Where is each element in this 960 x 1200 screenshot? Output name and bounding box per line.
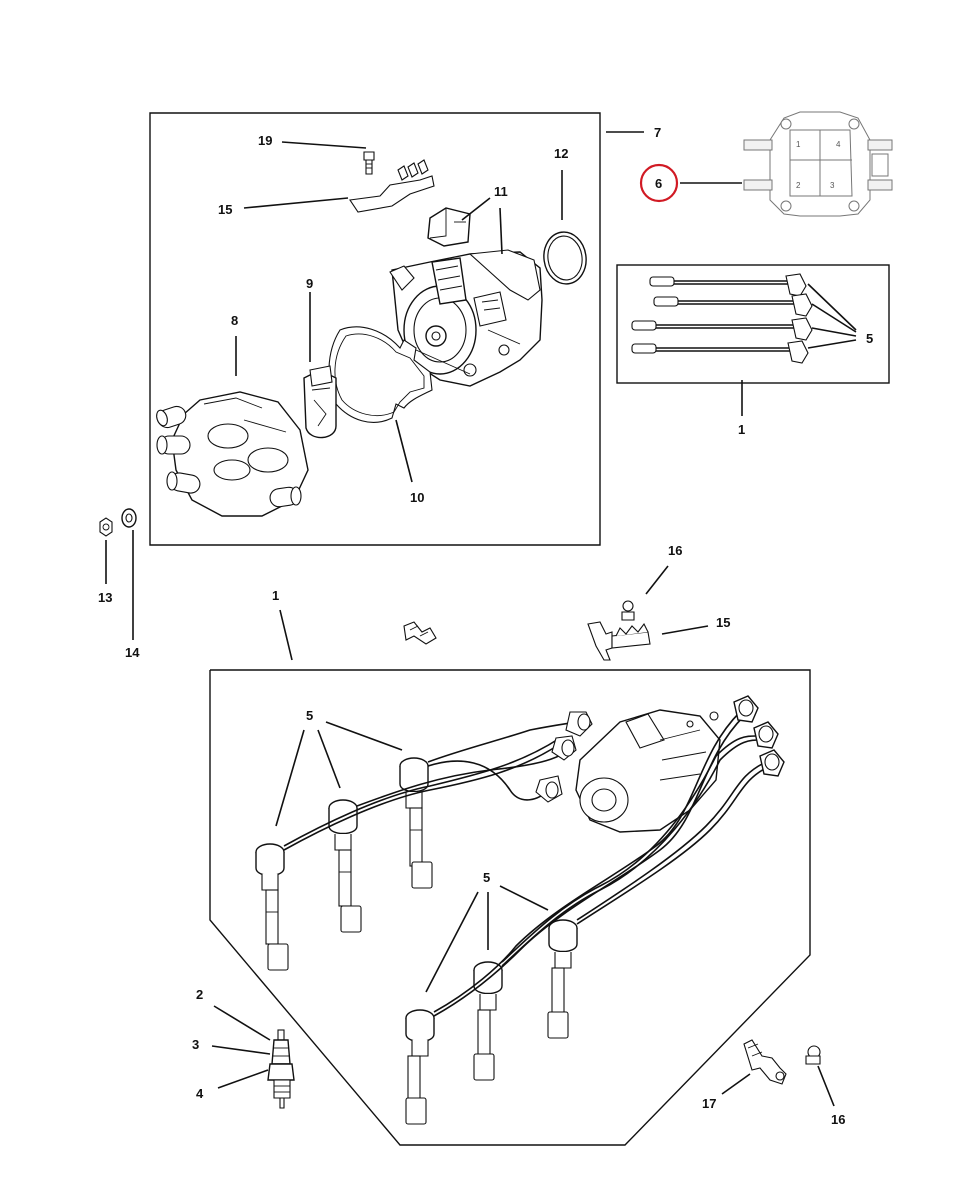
bolt-16-top bbox=[621, 600, 635, 621]
callout-10: 10 bbox=[410, 490, 424, 505]
lower-wire-harness-frame bbox=[209, 669, 811, 1146]
sensor-11 bbox=[427, 207, 471, 247]
plug-wire-a bbox=[649, 273, 807, 297]
coil-terminal-3: 3 bbox=[830, 181, 835, 190]
highlight-circle-6 bbox=[639, 163, 679, 203]
callout-labels: 19 15 11 12 7 6 9 8 10 5 1 13 14 1 16 15… bbox=[98, 125, 873, 1127]
nut-13 bbox=[99, 517, 113, 537]
washer-14 bbox=[121, 508, 137, 528]
callout-2: 2 bbox=[196, 987, 203, 1002]
rotor-9 bbox=[303, 365, 337, 439]
leader-lines bbox=[105, 131, 857, 1107]
callout-5-right: 5 bbox=[866, 331, 873, 346]
callout-17: 17 bbox=[702, 1096, 716, 1111]
distributor-cap-8 bbox=[156, 391, 309, 517]
o-ring-12 bbox=[543, 231, 587, 285]
wire-separator-clip bbox=[403, 621, 437, 645]
callout-12: 12 bbox=[554, 146, 568, 161]
distributor-lower-view bbox=[575, 709, 721, 833]
plug-wires-front-bank bbox=[283, 711, 593, 851]
callout-1-mid: 1 bbox=[272, 588, 279, 603]
ignition-coil-pack: 1 4 2 3 bbox=[743, 111, 893, 217]
callout-8: 8 bbox=[231, 313, 238, 328]
distributor-housing bbox=[389, 249, 543, 387]
plug-wires-set-box bbox=[616, 264, 890, 384]
plug-wire-d bbox=[631, 340, 809, 364]
callout-5-bottom: 5 bbox=[483, 870, 490, 885]
callout-7: 7 bbox=[654, 125, 661, 140]
coil-terminal-1: 1 bbox=[796, 140, 801, 149]
callout-19: 19 bbox=[258, 133, 272, 148]
bolt-19 bbox=[363, 151, 375, 175]
callout-6: 6 bbox=[655, 176, 662, 191]
plug-wire-b bbox=[653, 293, 813, 317]
callout-1-top: 1 bbox=[738, 422, 745, 437]
spark-plug-boot-rear-2 bbox=[473, 961, 503, 1081]
bolt-16-bottom bbox=[805, 1045, 821, 1065]
spark-plug-boot-front-1 bbox=[255, 843, 289, 971]
callout-11: 11 bbox=[494, 184, 508, 199]
wire-bracket-15-right bbox=[587, 621, 651, 661]
callout-9: 9 bbox=[306, 276, 313, 291]
callout-5-top: 5 bbox=[306, 708, 313, 723]
wire-clip-15-top bbox=[349, 159, 435, 213]
callout-15-top: 15 bbox=[218, 202, 232, 217]
spark-plug bbox=[267, 1029, 295, 1109]
distributor-assembly-frame bbox=[149, 112, 601, 546]
coil-terminal-4: 4 bbox=[836, 140, 841, 149]
callout-4: 4 bbox=[196, 1086, 204, 1101]
wire-bracket-17 bbox=[743, 1039, 787, 1085]
callout-16-bottom: 16 bbox=[831, 1112, 845, 1127]
spark-plug-boot-rear-1 bbox=[405, 1009, 435, 1125]
callout-13: 13 bbox=[98, 590, 112, 605]
coil-terminal-2: 2 bbox=[796, 181, 801, 190]
callout-3: 3 bbox=[192, 1037, 199, 1052]
callout-16-top: 16 bbox=[668, 543, 682, 558]
plug-wires-rear-bank bbox=[433, 695, 785, 1017]
spark-plug-boot-rear-3 bbox=[547, 919, 578, 1039]
spark-plug-boot-front-3 bbox=[399, 757, 433, 889]
callout-15-right: 15 bbox=[716, 615, 730, 630]
plug-wire-c bbox=[631, 317, 813, 341]
callout-14: 14 bbox=[125, 645, 140, 660]
